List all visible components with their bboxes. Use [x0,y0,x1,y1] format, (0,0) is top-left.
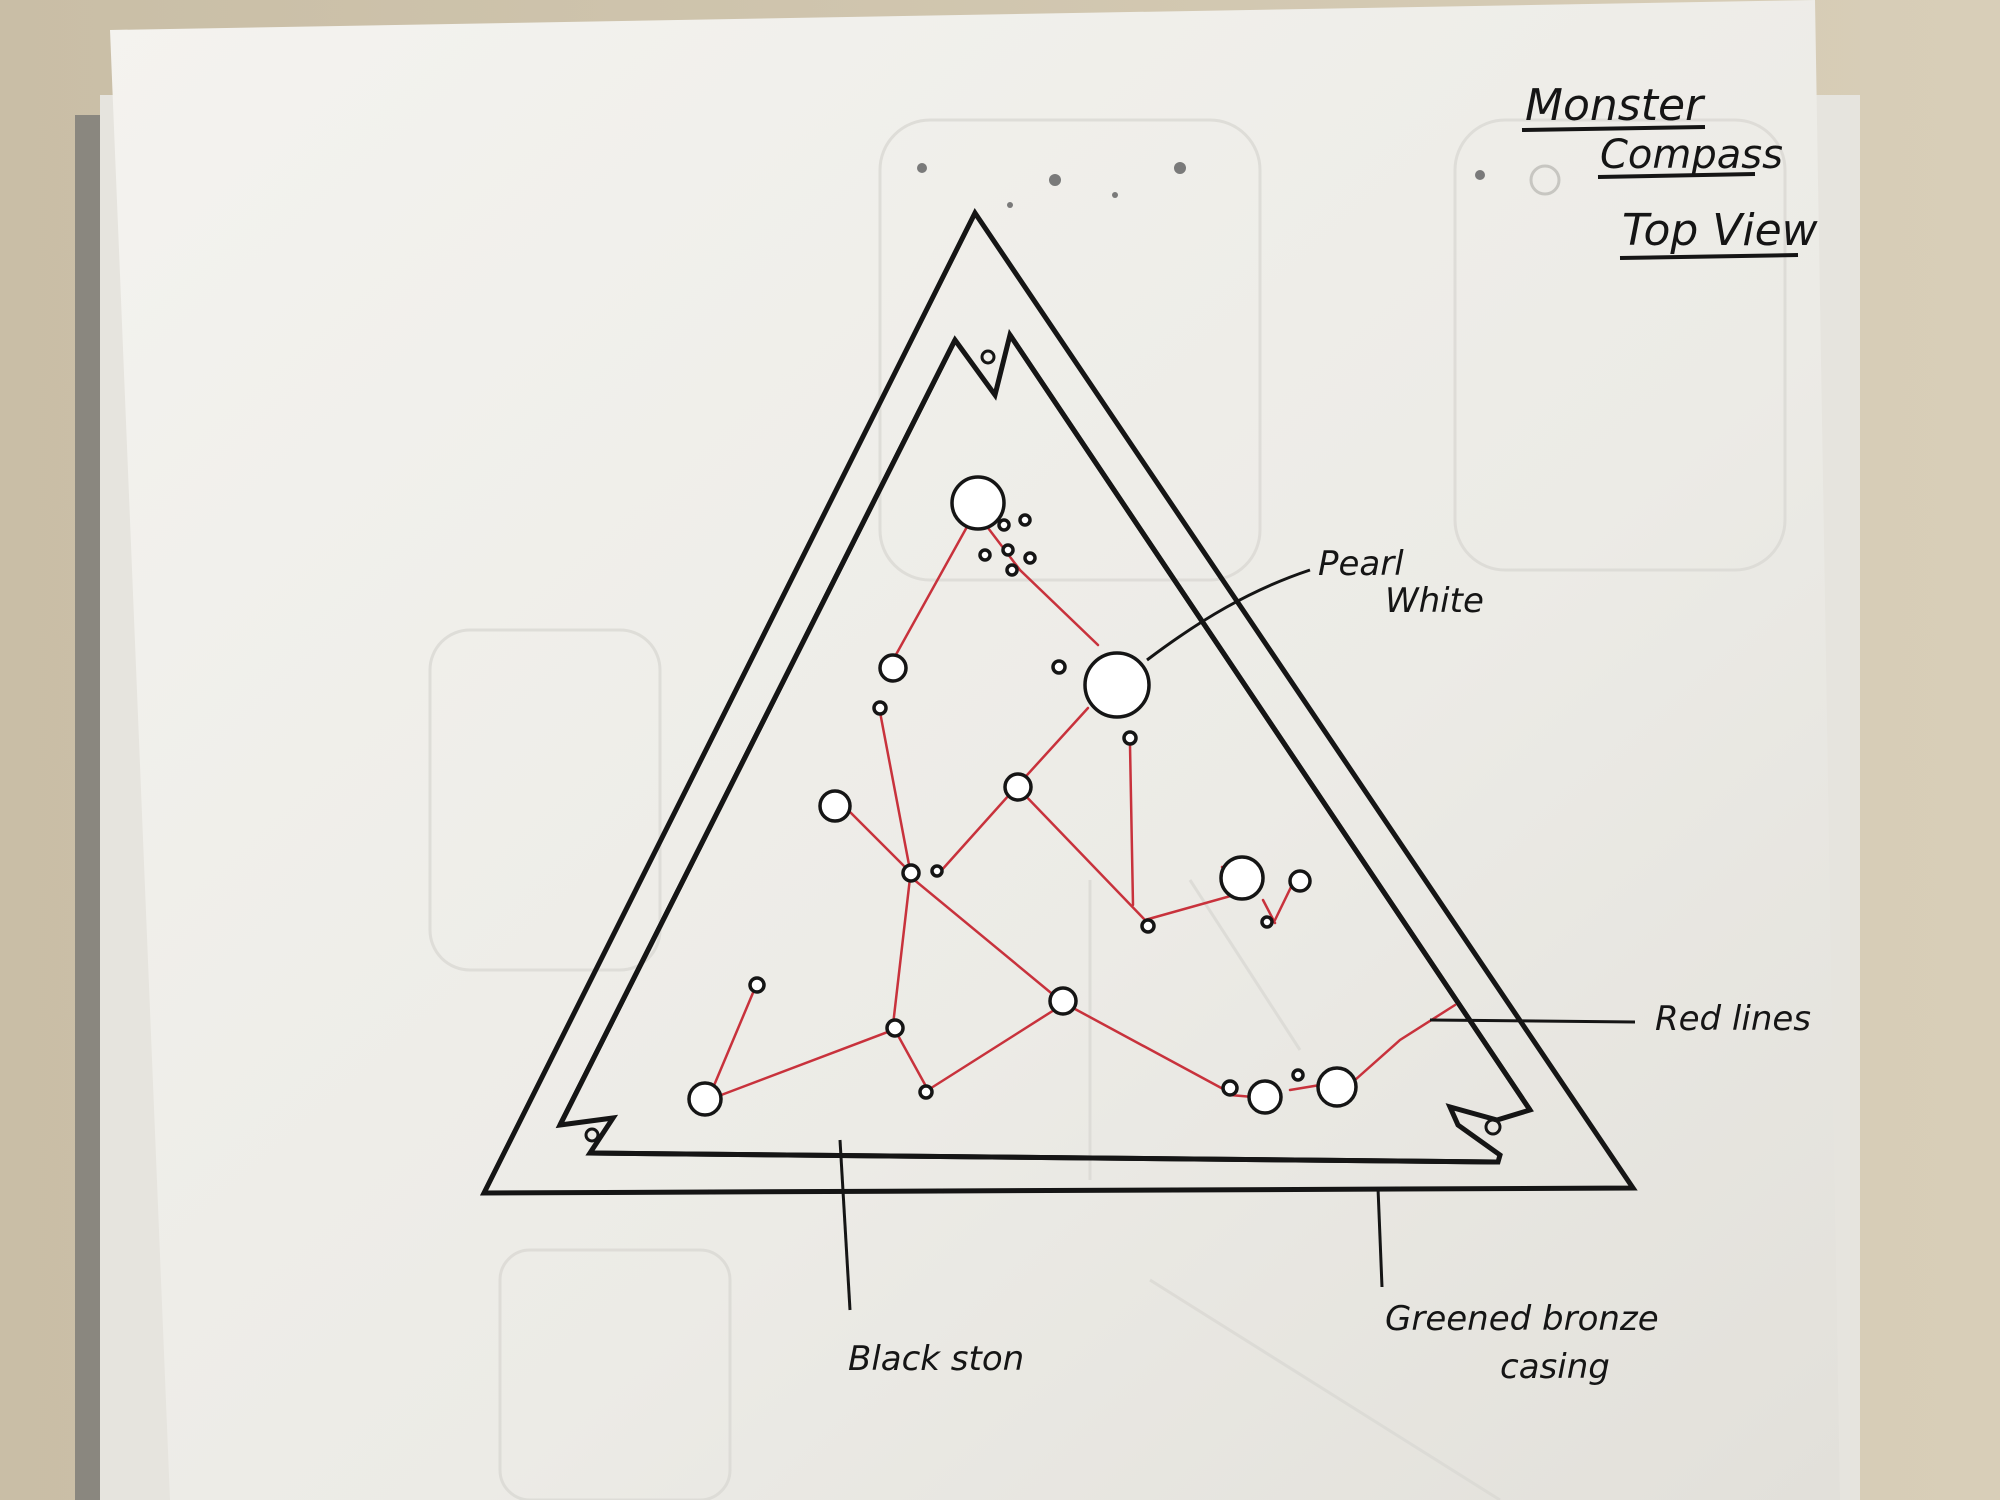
title-line-compass: Compass [1600,132,1783,178]
title-block: Monster Compass Top View [1521,80,1819,260]
notch-markers [584,349,1502,1143]
label-black-stone: Black ston [848,1339,1024,1379]
leader-pearl-white [1146,568,1311,662]
title-line-top-view: Top View [1622,205,1819,256]
pearl-white-stone [1083,651,1151,719]
label-bronze-line2: casing [1500,1347,1610,1387]
leader-red-lines [1429,1018,1636,1024]
constellation-stones [687,475,1358,1117]
title-underline-1 [1521,125,1706,132]
leader-lines [838,568,1636,1311]
title-underline-3 [1619,253,1799,260]
inner-triangle-right-edge [1007,333,1533,1112]
red-constellation-lines [706,518,1457,1102]
pencil-dots [917,162,1561,208]
label-bronze-line1: Greened bronze [1385,1299,1659,1339]
pearl-top [950,475,1006,531]
show-through-ghost-sketches [428,118,1787,1500]
outer-triangle-casing [479,208,1638,1196]
inner-triangle-left-edge [557,338,958,1127]
sketchbook-page [110,0,1840,1500]
label-pearl: Pearl [1318,544,1404,584]
label-red-lines: Red lines [1655,999,1811,1039]
title-line-monster: Monster [1525,80,1706,131]
title-underline-2 [1597,172,1756,179]
leader-black-stone [838,1139,852,1311]
label-white: White [1385,581,1484,621]
leader-bronze-casing [1376,1187,1384,1288]
inner-triangle-bottom-edge [589,1150,1496,1165]
